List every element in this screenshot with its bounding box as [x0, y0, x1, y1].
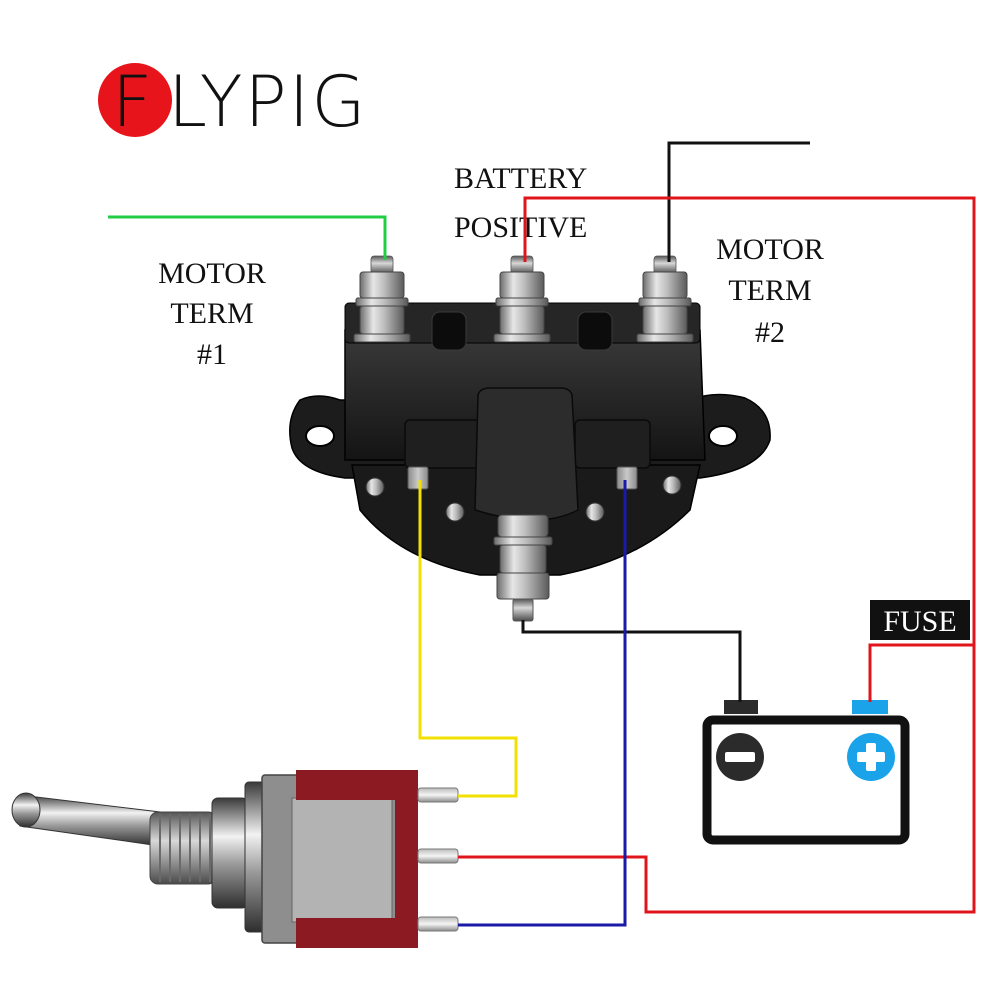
battery-label-line1: BATTERY [454, 162, 587, 195]
toggle-housing-bottom [296, 918, 418, 948]
motor2-label-line2: TERM [728, 274, 811, 307]
logo-rest-text: LYPIG [168, 61, 368, 143]
plug-left [431, 311, 467, 351]
battery-positive-post [852, 700, 888, 714]
battery-negative-post [724, 700, 758, 714]
brand-logo: F LYPIG [98, 61, 368, 143]
motor2-label-line3: #2 [755, 316, 785, 349]
toggle-nut [211, 797, 249, 909]
wires [108, 141, 976, 927]
screw-4 [662, 475, 682, 495]
toggle-lever-tip [11, 792, 41, 828]
black-wire-ground-to-negative [521, 620, 742, 702]
screw-2 [445, 502, 465, 522]
toggle-leg-bottom [417, 916, 459, 932]
minus-circle-icon [716, 733, 764, 781]
screw-1 [365, 477, 385, 497]
motor2-label-line1: MOTOR [716, 233, 824, 266]
logo-first-letter: F [112, 61, 152, 143]
toggle-frame-face [291, 797, 393, 923]
center-pillar [474, 387, 579, 521]
green-wire-motor-term-1 [108, 215, 387, 260]
motor1-label-line1: MOTOR [158, 257, 266, 290]
fuse-label-box [870, 600, 970, 640]
motor-term-2-label: MOTOR TERM #2 [716, 233, 824, 349]
spade-terminal-left [407, 466, 429, 490]
fuse-label: FUSE [883, 605, 956, 638]
stud-motor-term-2 [636, 255, 694, 343]
logo-red-dot [98, 63, 172, 137]
spade-terminal-right [616, 466, 638, 490]
motor1-label-line2: TERM [170, 297, 253, 330]
black-wire-motor-term-2 [667, 141, 810, 262]
motor1-label-line3: #1 [197, 338, 227, 371]
blue-wire-control-2 [458, 480, 627, 927]
toggle-housing-right [395, 790, 418, 948]
red-wire-fuse-to-positive [868, 643, 974, 702]
reversing-solenoid [289, 255, 771, 622]
stud-motor-term-1 [353, 255, 411, 343]
battery-positive-label: BATTERY POSITIVE [454, 162, 587, 244]
toggle-leg-top [417, 787, 459, 803]
right-pocket [574, 419, 651, 469]
toggle-leg-middle [417, 848, 459, 864]
plus-circle-icon [847, 733, 895, 781]
ground-stud [493, 514, 553, 622]
motor-term-1-label: MOTOR TERM #1 [158, 257, 266, 371]
yellow-wire-control-1 [418, 480, 518, 798]
left-pocket [404, 419, 481, 469]
battery-label-line2: POSITIVE [454, 211, 587, 244]
fuse: FUSE [870, 600, 970, 640]
screw-3 [585, 502, 605, 522]
stud-battery-positive [493, 255, 551, 343]
red-wire-battery-positive [458, 196, 976, 914]
plug-right [577, 311, 613, 351]
battery [702, 700, 910, 845]
left-mount-hole [305, 425, 335, 447]
right-mount-hole [708, 425, 738, 447]
toggle-switch [11, 770, 459, 948]
bushing-threads [159, 814, 211, 882]
